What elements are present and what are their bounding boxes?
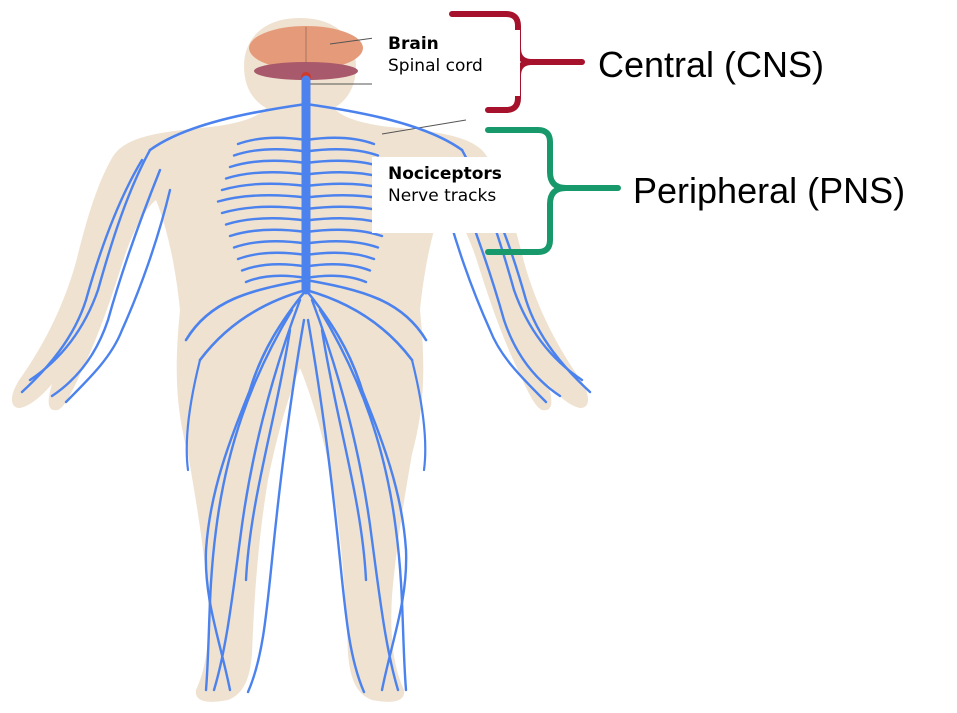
- brain-label: Brain: [388, 34, 520, 56]
- body-silhouette: [12, 18, 588, 702]
- nociceptors-label: Nociceptors: [388, 164, 532, 186]
- central-cns-label: Central (CNS): [598, 44, 824, 86]
- nerve-tracks-label: Nerve tracks: [388, 186, 532, 208]
- peripheral-pns-label: Peripheral (PNS): [633, 170, 905, 212]
- cns-label-box: Brain Spinal cord: [372, 30, 520, 96]
- spinal-cord-label: Spinal cord: [388, 56, 520, 78]
- pns-label-box: Nociceptors Nerve tracks: [372, 157, 532, 233]
